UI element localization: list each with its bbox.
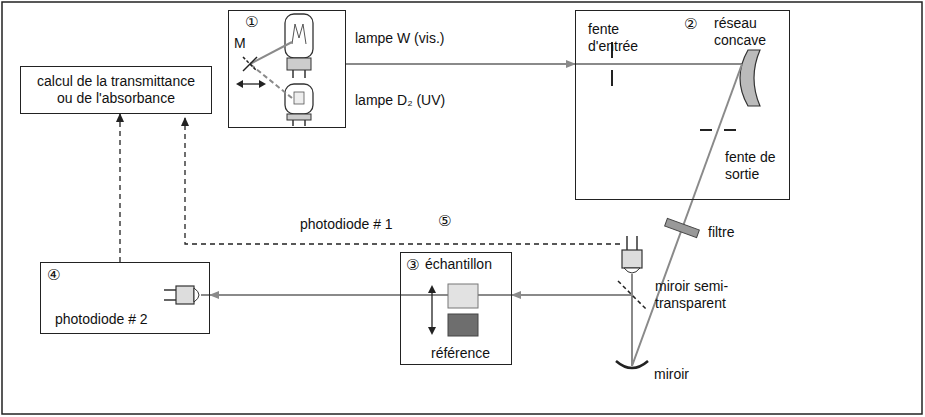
part-label: filtre — [708, 224, 734, 241]
light-ray — [631, 274, 633, 295]
sample-box: ③ échantillon référence — [400, 252, 512, 365]
exit-slit — [724, 129, 736, 131]
part-label: réseau concave — [714, 15, 780, 49]
lamp-box: ①M — [228, 10, 346, 128]
concave-grating — [740, 50, 760, 106]
light-ray — [250, 42, 292, 64]
callout-number: ① — [245, 13, 258, 31]
entrance-slit — [611, 70, 613, 86]
lamp-d2 — [285, 84, 313, 126]
mirror — [616, 361, 648, 368]
lamp-w — [285, 14, 313, 78]
light-beam — [210, 294, 400, 296]
signal-line — [185, 118, 620, 244]
callout-number: ⑤ — [438, 213, 451, 230]
part-label: miroir semi-transparent — [655, 278, 767, 312]
light-ray — [250, 64, 292, 98]
callout-number: ② — [684, 15, 697, 33]
part-label: échantillon — [425, 256, 492, 273]
part-label: miroir — [654, 366, 689, 383]
double-arrow — [236, 80, 266, 88]
reference-cell — [448, 314, 478, 336]
monochromator-box: fente d'entrée ② réseau concave fente de so… — [575, 10, 790, 200]
switch-mirror — [243, 57, 257, 71]
part-label: référence — [431, 345, 490, 362]
photodiode-1 — [622, 236, 642, 273]
switch-mirror — [243, 57, 257, 71]
light-ray — [575, 63, 742, 65]
sample-cell — [448, 284, 478, 308]
part-label: fente de sortie — [725, 149, 785, 183]
computation-box: calcul de la transmittance ou de l'absor… — [20, 66, 212, 114]
signal-arrow — [119, 114, 120, 262]
double-arrow — [428, 285, 436, 335]
exit-slit — [700, 129, 712, 131]
light-beam — [346, 63, 575, 65]
callout-number: ④ — [47, 266, 60, 284]
part-label: M — [234, 35, 246, 52]
part-label: lampe D₂ (UV) — [355, 92, 445, 109]
detector-box: ④ photodiode # 2 — [40, 262, 210, 334]
filter — [665, 218, 700, 237]
photodiode-2 — [164, 286, 209, 304]
callout-number: ③ — [406, 256, 419, 274]
part-label: photodiode # 2 — [55, 311, 148, 328]
part-label: lampe W (vis.) — [355, 30, 444, 47]
part-label: fente d'entrée — [588, 21, 650, 55]
box-text: calcul de la transmittance ou de l'absor… — [29, 73, 203, 107]
part-label: photodiode # 1 — [300, 216, 393, 233]
